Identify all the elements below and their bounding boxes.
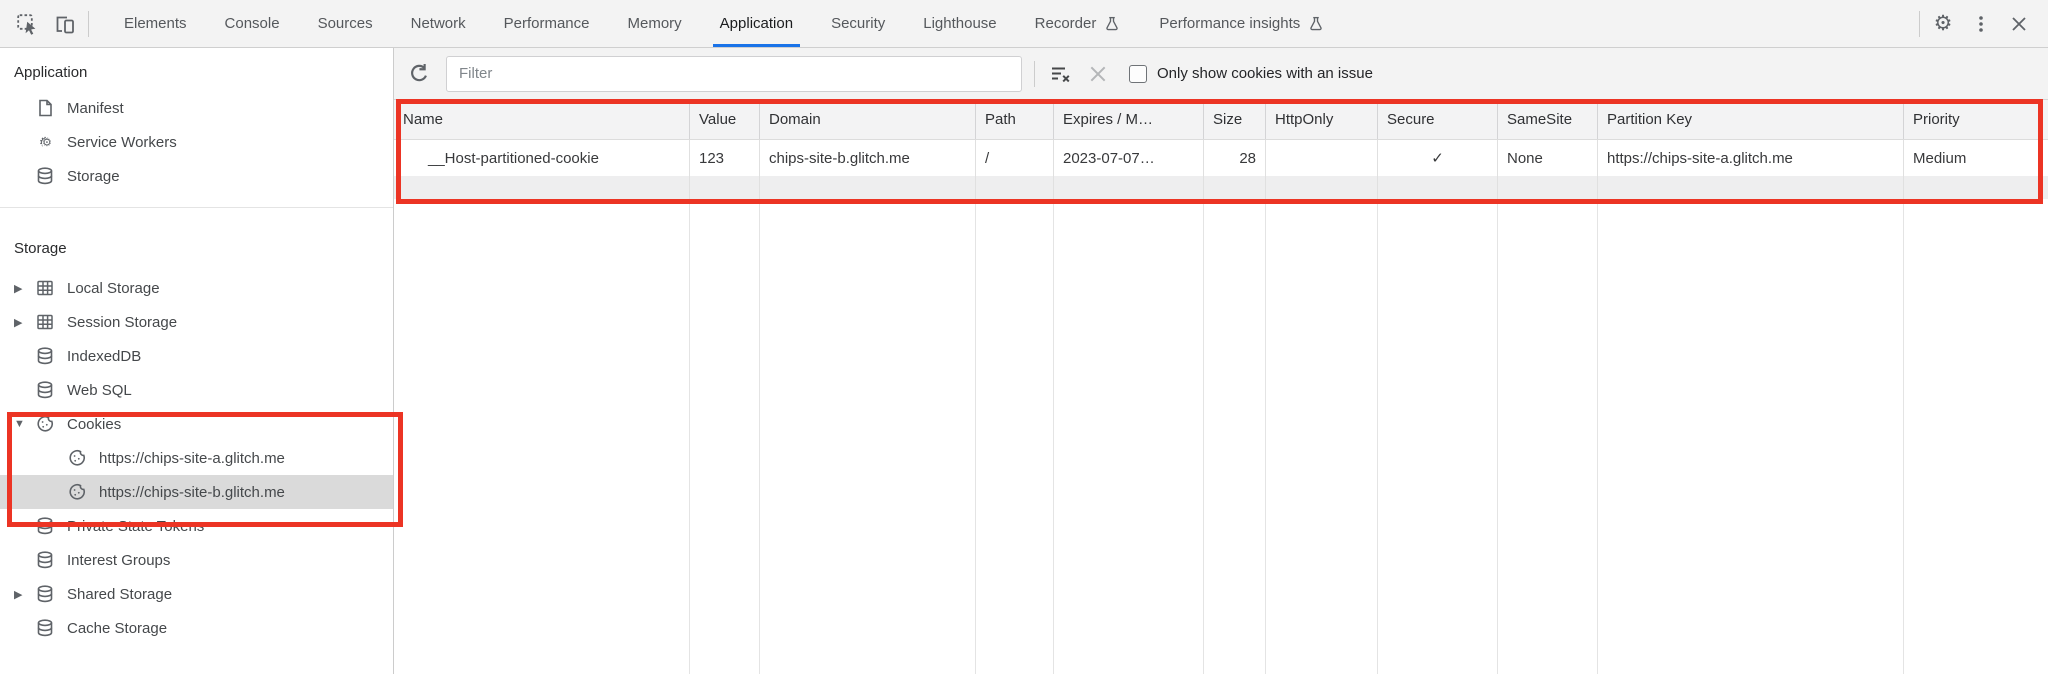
tab-security[interactable]: Security — [831, 15, 886, 32]
column-header-path[interactable]: Path — [976, 100, 1054, 139]
cell-domain: chips-site-b.glitch.me — [760, 140, 976, 176]
clear-all-filters-icon[interactable] — [1041, 56, 1079, 92]
sidebar-item-service-workers[interactable]: ⚙⚙ Service Workers — [0, 125, 393, 159]
application-panel-sidebar: Application Manifest ⚙⚙ Service Workers — [0, 48, 394, 674]
tab-network[interactable]: Network — [410, 15, 466, 32]
cell-samesite: None — [1498, 140, 1598, 176]
section-title-storage: Storage — [14, 240, 67, 257]
column-header-secure[interactable]: Secure — [1378, 100, 1498, 139]
sidebar-item-cache-storage[interactable]: Cache Storage — [0, 611, 393, 645]
empty-stripe-row — [394, 176, 2048, 199]
cookie-icon — [66, 481, 88, 503]
database-icon — [34, 617, 56, 639]
panel-tabs: Elements Console Sources Network Perform… — [105, 0, 1915, 47]
cookie-icon — [34, 413, 56, 435]
tab-memory[interactable]: Memory — [627, 15, 682, 32]
table-empty-area — [394, 199, 2048, 674]
tab-performance-insights[interactable]: Performance insights — [1140, 0, 1344, 47]
cell-expires: 2023-07-07… — [1054, 140, 1204, 176]
column-header-name[interactable]: Name — [394, 100, 690, 139]
tab-bar-right-controls: ⚙ — [1915, 6, 2048, 42]
experimental-flask-icon — [1307, 15, 1325, 33]
sidebar-item-indexeddb[interactable]: IndexedDB — [0, 339, 393, 373]
tab-recorder[interactable]: Recorder — [1016, 0, 1141, 47]
filter-input[interactable] — [446, 55, 1022, 92]
tab-elements[interactable]: Elements — [124, 15, 187, 32]
chevron-right-icon[interactable]: ▶ — [14, 282, 23, 295]
database-icon — [34, 515, 56, 537]
section-title-application: Application — [14, 64, 88, 81]
sidebar-item-storage[interactable]: Storage — [0, 159, 393, 193]
tab-sources[interactable]: Sources — [317, 15, 373, 32]
sidebar-item-cookies-chips-site-a[interactable]: https://chips-site-a.glitch.me — [0, 441, 393, 475]
cell-secure-checkmark: ✓ — [1378, 140, 1498, 176]
sidebar-item-cookies-chips-site-b[interactable]: https://chips-site-b.glitch.me — [0, 475, 393, 509]
tab-bar-left-controls — [0, 6, 93, 42]
sidebar-section-application: Application Manifest ⚙⚙ Service Workers — [0, 48, 393, 193]
sidebar-item-session-storage[interactable]: ▶ Session Storage — [0, 305, 393, 339]
cell-partition-key: https://chips-site-a.glitch.me — [1598, 140, 1904, 176]
column-header-httponly[interactable]: HttpOnly — [1266, 100, 1378, 139]
cookies-toolbar: Only show cookies with an issue — [394, 48, 2048, 100]
issue-filter-checkbox-label: Only show cookies with an issue — [1157, 65, 1373, 82]
cell-httponly — [1266, 140, 1378, 176]
column-header-size[interactable]: Size — [1204, 100, 1266, 139]
database-icon — [34, 379, 56, 401]
cookie-table-row[interactable]: __Host-partitioned-cookie 123 chips-site… — [394, 140, 2048, 176]
refresh-icon[interactable] — [400, 56, 438, 92]
column-header-value[interactable]: Value — [690, 100, 760, 139]
sidebar-item-private-state-tokens[interactable]: Private State Tokens — [0, 509, 393, 543]
sidebar-item-cookies[interactable]: ▼ Cookies — [0, 407, 393, 441]
database-icon — [34, 165, 56, 187]
chevron-down-icon[interactable]: ▼ — [14, 418, 25, 430]
table-icon — [34, 311, 56, 333]
close-icon[interactable] — [2000, 6, 2038, 42]
column-header-partition-key[interactable]: Partition Key — [1598, 100, 1904, 139]
inspect-element-icon[interactable] — [8, 6, 46, 42]
cell-path: / — [976, 140, 1054, 176]
sidebar-item-web-sql[interactable]: Web SQL — [0, 373, 393, 407]
cell-value: 123 — [690, 140, 760, 176]
database-icon — [34, 549, 56, 571]
sidebar-item-shared-storage[interactable]: ▶ Shared Storage — [0, 577, 393, 611]
tab-lighthouse[interactable]: Lighthouse — [923, 15, 997, 32]
cell-name: __Host-partitioned-cookie — [394, 140, 690, 176]
column-header-expires[interactable]: Expires / M… — [1054, 100, 1204, 139]
column-header-domain[interactable]: Domain — [760, 100, 976, 139]
issue-filter-checkbox[interactable] — [1129, 64, 1147, 83]
sidebar-section-storage: Storage ▶ Local Storage ▶ — [0, 207, 393, 645]
database-icon — [34, 583, 56, 605]
toolbar-divider — [88, 10, 89, 37]
delete-selected-icon[interactable] — [1079, 56, 1117, 92]
tab-application[interactable]: Application — [701, 0, 812, 47]
devtools-tab-bar: Elements Console Sources Network Perform… — [0, 0, 2048, 48]
cookies-table: Name Value Domain Path Expires / M… Size… — [394, 100, 2048, 674]
sidebar-item-manifest[interactable]: Manifest — [0, 91, 393, 125]
more-options-icon[interactable] — [1962, 6, 2000, 42]
sidebar-item-interest-groups[interactable]: Interest Groups — [0, 543, 393, 577]
cookies-panel: Only show cookies with an issue Name Val… — [394, 48, 2048, 674]
service-workers-icon: ⚙⚙ — [39, 135, 52, 149]
tab-performance[interactable]: Performance — [503, 15, 590, 32]
tab-console[interactable]: Console — [224, 15, 280, 32]
document-icon — [34, 97, 56, 119]
cell-size: 28 — [1204, 140, 1266, 176]
toolbar-divider — [1034, 60, 1035, 87]
database-icon — [34, 345, 56, 367]
toolbar-divider — [1919, 10, 1920, 37]
column-header-samesite[interactable]: SameSite — [1498, 100, 1598, 139]
cell-priority: Medium — [1913, 149, 1967, 167]
table-icon — [34, 277, 56, 299]
toggle-device-toolbar-icon[interactable] — [46, 6, 84, 42]
cookie-icon — [66, 447, 88, 469]
chevron-right-icon[interactable]: ▶ — [14, 588, 23, 601]
column-header-priority[interactable]: Priority — [1913, 111, 1960, 128]
chevron-right-icon[interactable]: ▶ — [14, 316, 23, 329]
settings-gear-icon[interactable]: ⚙ — [1933, 12, 1953, 35]
sidebar-item-local-storage[interactable]: ▶ Local Storage — [0, 271, 393, 305]
cookies-table-header: Name Value Domain Path Expires / M… Size… — [394, 100, 2048, 140]
experimental-flask-icon — [1103, 15, 1121, 33]
